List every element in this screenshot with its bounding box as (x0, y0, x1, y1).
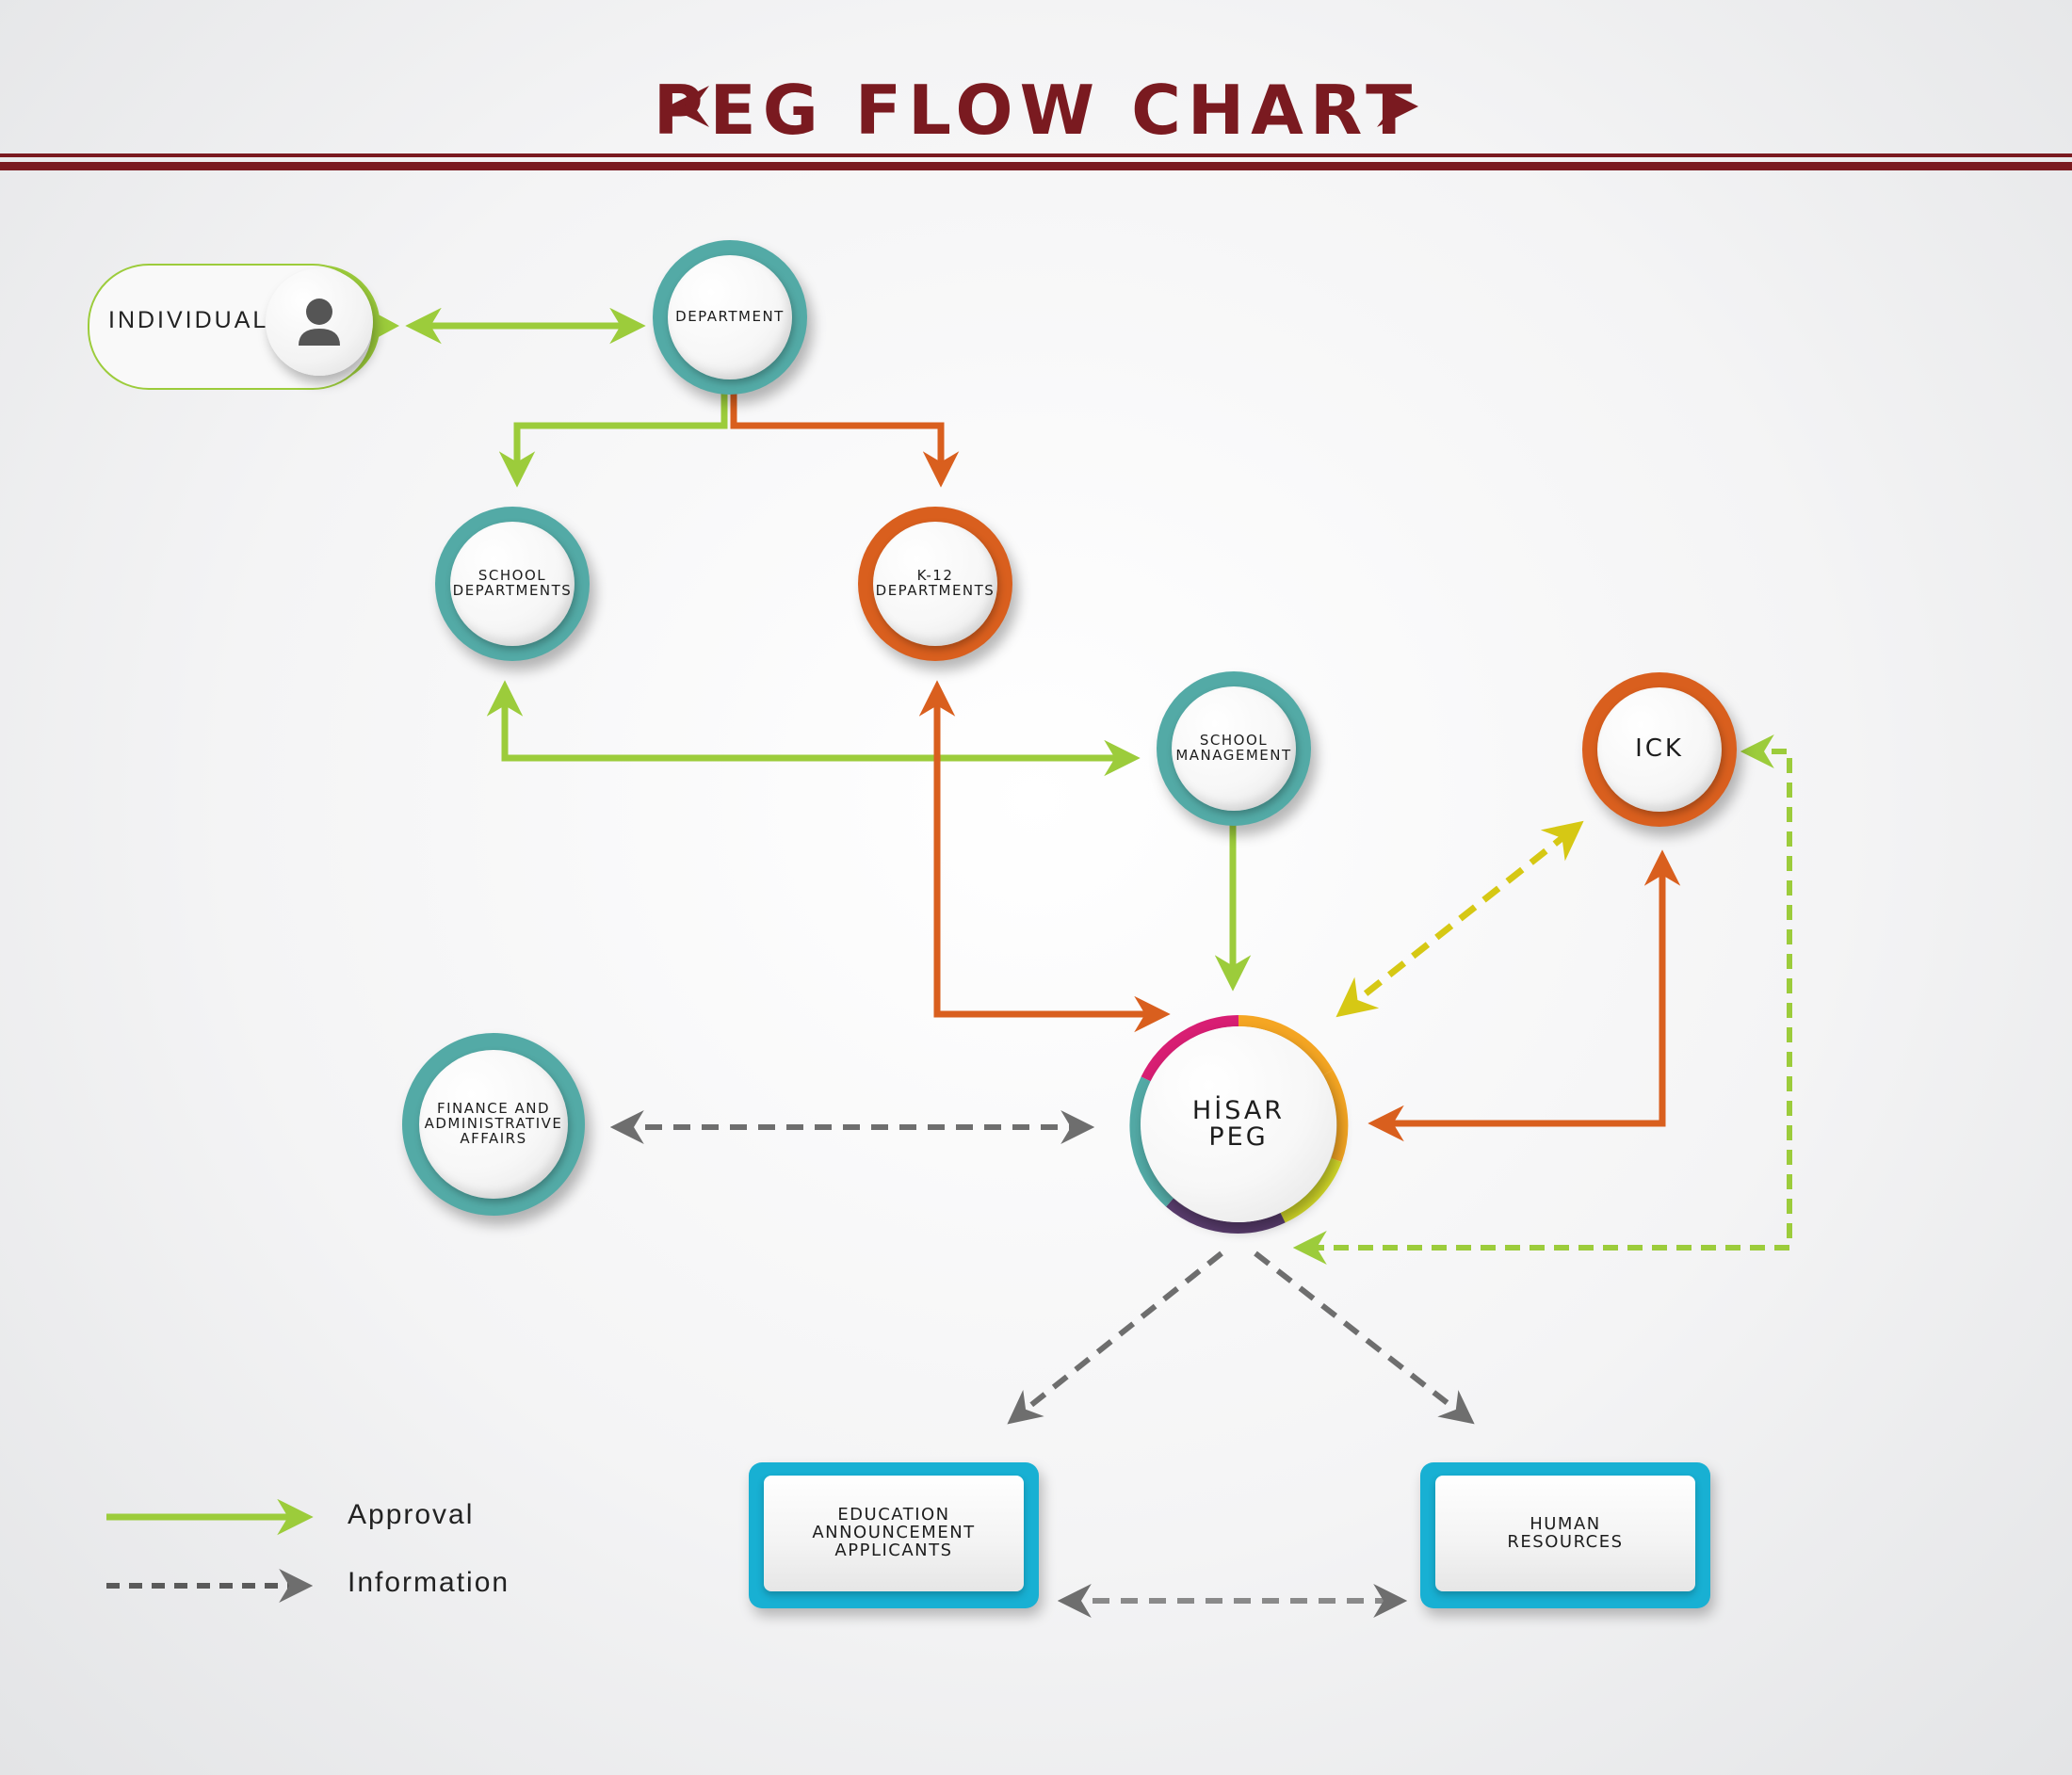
hisar-peg-face: HİSAR PEG (1141, 1026, 1336, 1222)
school-departments-node[interactable]: SCHOOL DEPARTMENTS (435, 507, 590, 661)
department-label: DEPARTMENT (675, 308, 785, 326)
title-banner: PEG FLOW CHART (0, 52, 2072, 165)
individual-label: INDIVIDUAL (108, 307, 269, 333)
school-management-label: SCHOOL MANAGEMENT (1175, 732, 1292, 764)
edge-ick-hisar-peg-green-dashed (1292, 734, 1792, 1265)
ick-label: ICK (1635, 734, 1684, 764)
individual-avatar (266, 268, 373, 376)
edge-department-school-departments (498, 390, 728, 488)
k12-departments-label: K-12 DEPARTMENTS (875, 567, 996, 599)
education-announcement-label: EDUCATION ANNOUNCEMENT APPLICANTS (812, 1505, 976, 1560)
hisar-peg-ring (1129, 1015, 1349, 1234)
education-announcement-box[interactable]: EDUCATION ANNOUNCEMENT APPLICANTS (749, 1462, 1039, 1608)
hisar-peg-node[interactable]: HİSAR PEG (1127, 1011, 1350, 1237)
edge-hisar-peg-education (1007, 1251, 1223, 1425)
page-title: PEG FLOW CHART (653, 71, 1419, 150)
human-resources-label: HUMAN RESOURCES (1507, 1513, 1624, 1552)
edge-k12-hisar-peg (918, 680, 1171, 1033)
edge-hisar-peg-ick-yellow (1335, 820, 1584, 1018)
school-management-node[interactable]: SCHOOL MANAGEMENT (1157, 671, 1311, 826)
title-left-arrow-icon (668, 86, 709, 127)
legend-approval-label: Approval (348, 1499, 475, 1530)
title-rule-thick (0, 162, 2072, 170)
edge-department-k12 (730, 390, 960, 488)
legend-information-label: Information (348, 1567, 510, 1598)
edge-school-departments-school-management (486, 680, 1141, 777)
k12-departments-node[interactable]: K-12 DEPARTMENTS (858, 507, 1012, 661)
school-departments-label: SCHOOL DEPARTMENTS (452, 567, 573, 599)
individual-arc-tip (375, 313, 399, 339)
hisar-peg-label: HİSAR PEG (1191, 1095, 1286, 1152)
finance-label: FINANCE AND ADMINISTRATIVE AFFAIRS (424, 1100, 563, 1147)
finance-node[interactable]: FINANCE AND ADMINISTRATIVE AFFAIRS (402, 1033, 585, 1216)
edge-ick-hisar-peg-orange (1368, 849, 1681, 1142)
department-node[interactable]: DEPARTMENT (653, 240, 807, 395)
ick-node[interactable]: ICK (1582, 672, 1737, 827)
title-rule-thin (0, 153, 2072, 157)
person-icon (299, 299, 340, 346)
title-right-arrow-icon (1377, 86, 1418, 127)
edge-hisar-peg-human-resources (1254, 1251, 1475, 1425)
human-resources-box[interactable]: HUMAN RESOURCES (1420, 1462, 1710, 1608)
